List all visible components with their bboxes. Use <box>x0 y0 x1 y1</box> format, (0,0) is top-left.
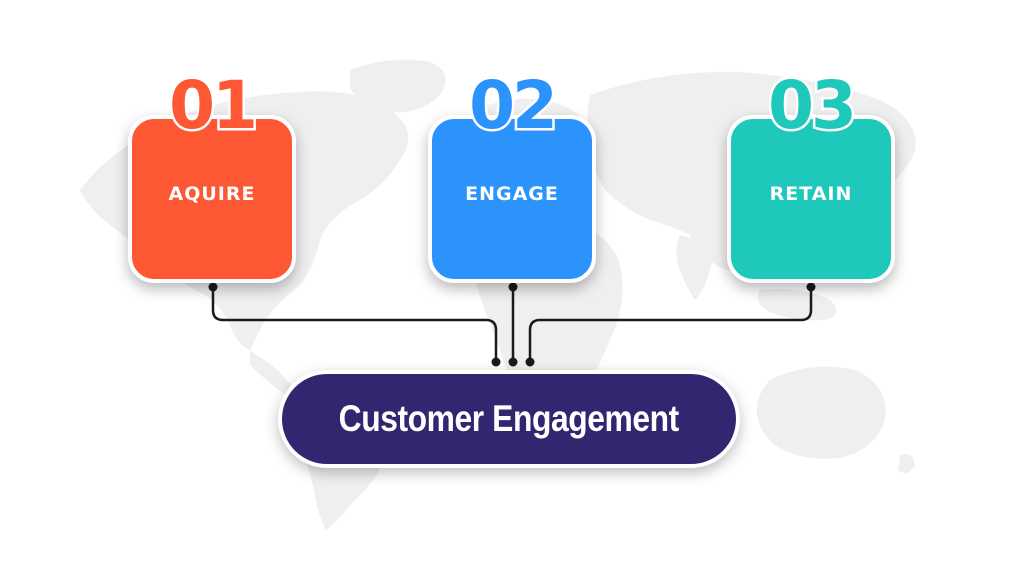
step-card-box: RETAIN <box>727 115 895 283</box>
step-number: 03 <box>766 67 860 144</box>
center-label: Customer Engagement <box>338 398 680 439</box>
step-card-box: AQUIRE <box>128 115 296 283</box>
connector-step3 <box>528 287 813 362</box>
connector-dot <box>491 357 501 367</box>
step-card-retain: RETAIN 03 <box>727 70 895 283</box>
step-label: RETAIN <box>769 183 853 205</box>
connector-dot <box>806 282 816 292</box>
step-card-box: ENGAGE <box>428 115 596 283</box>
step-card-aquire: AQUIRE 01 <box>128 70 296 283</box>
step-label: ENGAGE <box>465 183 559 205</box>
step-number: 01 <box>167 67 261 144</box>
step-card-engage: ENGAGE 02 <box>428 70 596 283</box>
connector-dot <box>508 282 518 292</box>
connector-step1 <box>211 287 498 362</box>
step-label: AQUIRE <box>168 183 256 205</box>
customer-engagement-pill: Customer Engagement <box>278 370 740 468</box>
step-number: 02 <box>467 67 561 144</box>
connector-dot <box>525 357 535 367</box>
connector-dot <box>508 357 518 367</box>
connector-dot <box>208 282 218 292</box>
